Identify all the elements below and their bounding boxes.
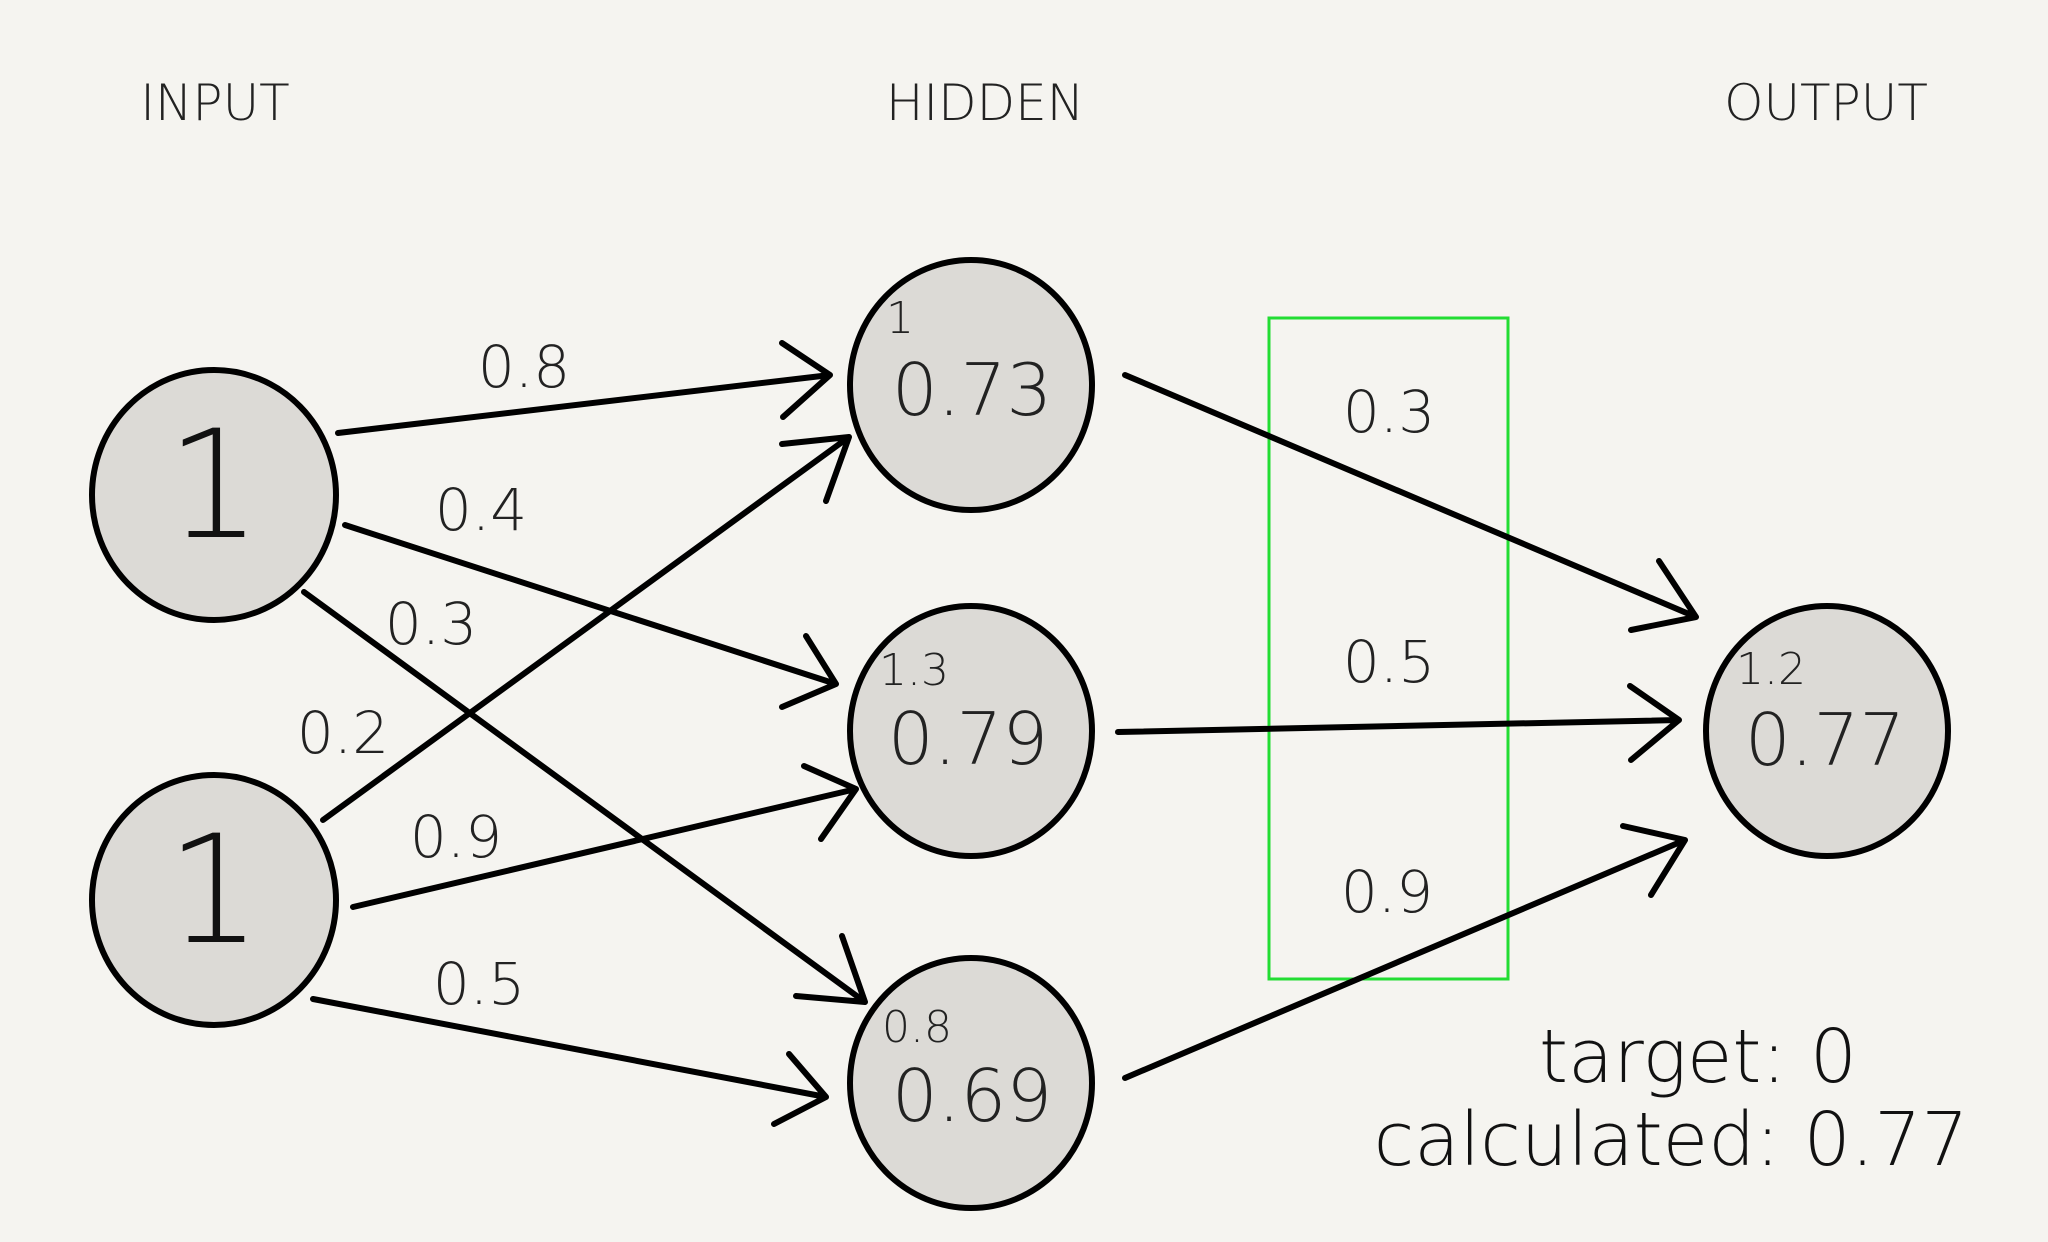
output-node-circle	[1703, 603, 1951, 859]
edge-h1-o	[1122, 372, 1699, 633]
edge-i1-h2	[342, 522, 839, 710]
hidden-output-edges	[1115, 372, 1699, 1081]
hidden-node-1-sum: 1	[886, 293, 914, 344]
hidden-node-1: 1 0.73	[847, 257, 1095, 513]
hidden-node-3-activation: 0.69	[892, 1054, 1052, 1138]
weight-i2-h1: 0.2	[297, 699, 389, 767]
output-node-activation: 0.77	[1745, 698, 1905, 782]
hidden-node-3-circle	[847, 955, 1095, 1211]
weight-i1-h2: 0.4	[435, 476, 527, 544]
input-hidden-edges	[301, 340, 868, 1127]
weight-i2-h3: 0.5	[433, 950, 525, 1018]
weight-i1-h1: 0.8	[478, 333, 570, 401]
hidden-layer-label: HIDDEN	[886, 74, 1084, 132]
weight-h3-o: 0.9	[1341, 858, 1433, 926]
hidden-node-3-sum: 0.8	[882, 1002, 952, 1053]
edge-i2-h3	[310, 996, 829, 1127]
calculated-text: calculated: 0.77	[1374, 1097, 1969, 1183]
edge-i1-h1	[335, 340, 833, 436]
weight-h2-o: 0.5	[1343, 628, 1435, 696]
weight-h1-o: 0.3	[1343, 378, 1435, 446]
hidden-node-3: 0.8 0.69	[847, 955, 1095, 1211]
input-node-1-value: 1	[166, 399, 261, 573]
input-node-1-circle	[89, 367, 339, 623]
output-node: 1.2 0.77	[1703, 603, 1951, 859]
hidden-node-1-activation: 0.73	[892, 348, 1052, 432]
weight-i2-h2: 0.9	[410, 803, 502, 871]
edge-i2-h2	[350, 763, 859, 910]
hidden-node-1-circle	[847, 257, 1095, 513]
input-node-2-circle	[89, 772, 339, 1028]
input-node-1: 1	[89, 367, 339, 623]
input-node-2-value: 1	[166, 804, 261, 978]
target-text: target: 0	[1539, 1014, 1857, 1100]
hidden-node-2-sum: 1.3	[879, 645, 949, 696]
edge-i1-h3	[301, 589, 868, 1005]
hidden-node-2: 1.3 0.79	[847, 603, 1095, 859]
weight-i1-h3: 0.3	[385, 590, 477, 658]
hidden-node-2-circle	[847, 603, 1095, 859]
hidden-node-2-activation: 0.79	[888, 697, 1048, 781]
input-layer-label: INPUT	[140, 74, 289, 132]
edge-h3-o	[1122, 823, 1688, 1081]
hidden-output-weights-highlight	[1267, 316, 1510, 981]
input-node-2: 1	[89, 772, 339, 1028]
output-layer-label: OUTPUT	[1724, 74, 1928, 132]
output-node-sum: 1.2	[1736, 644, 1806, 695]
edge-h2-o	[1115, 683, 1682, 763]
edge-i2-h1	[320, 434, 852, 823]
